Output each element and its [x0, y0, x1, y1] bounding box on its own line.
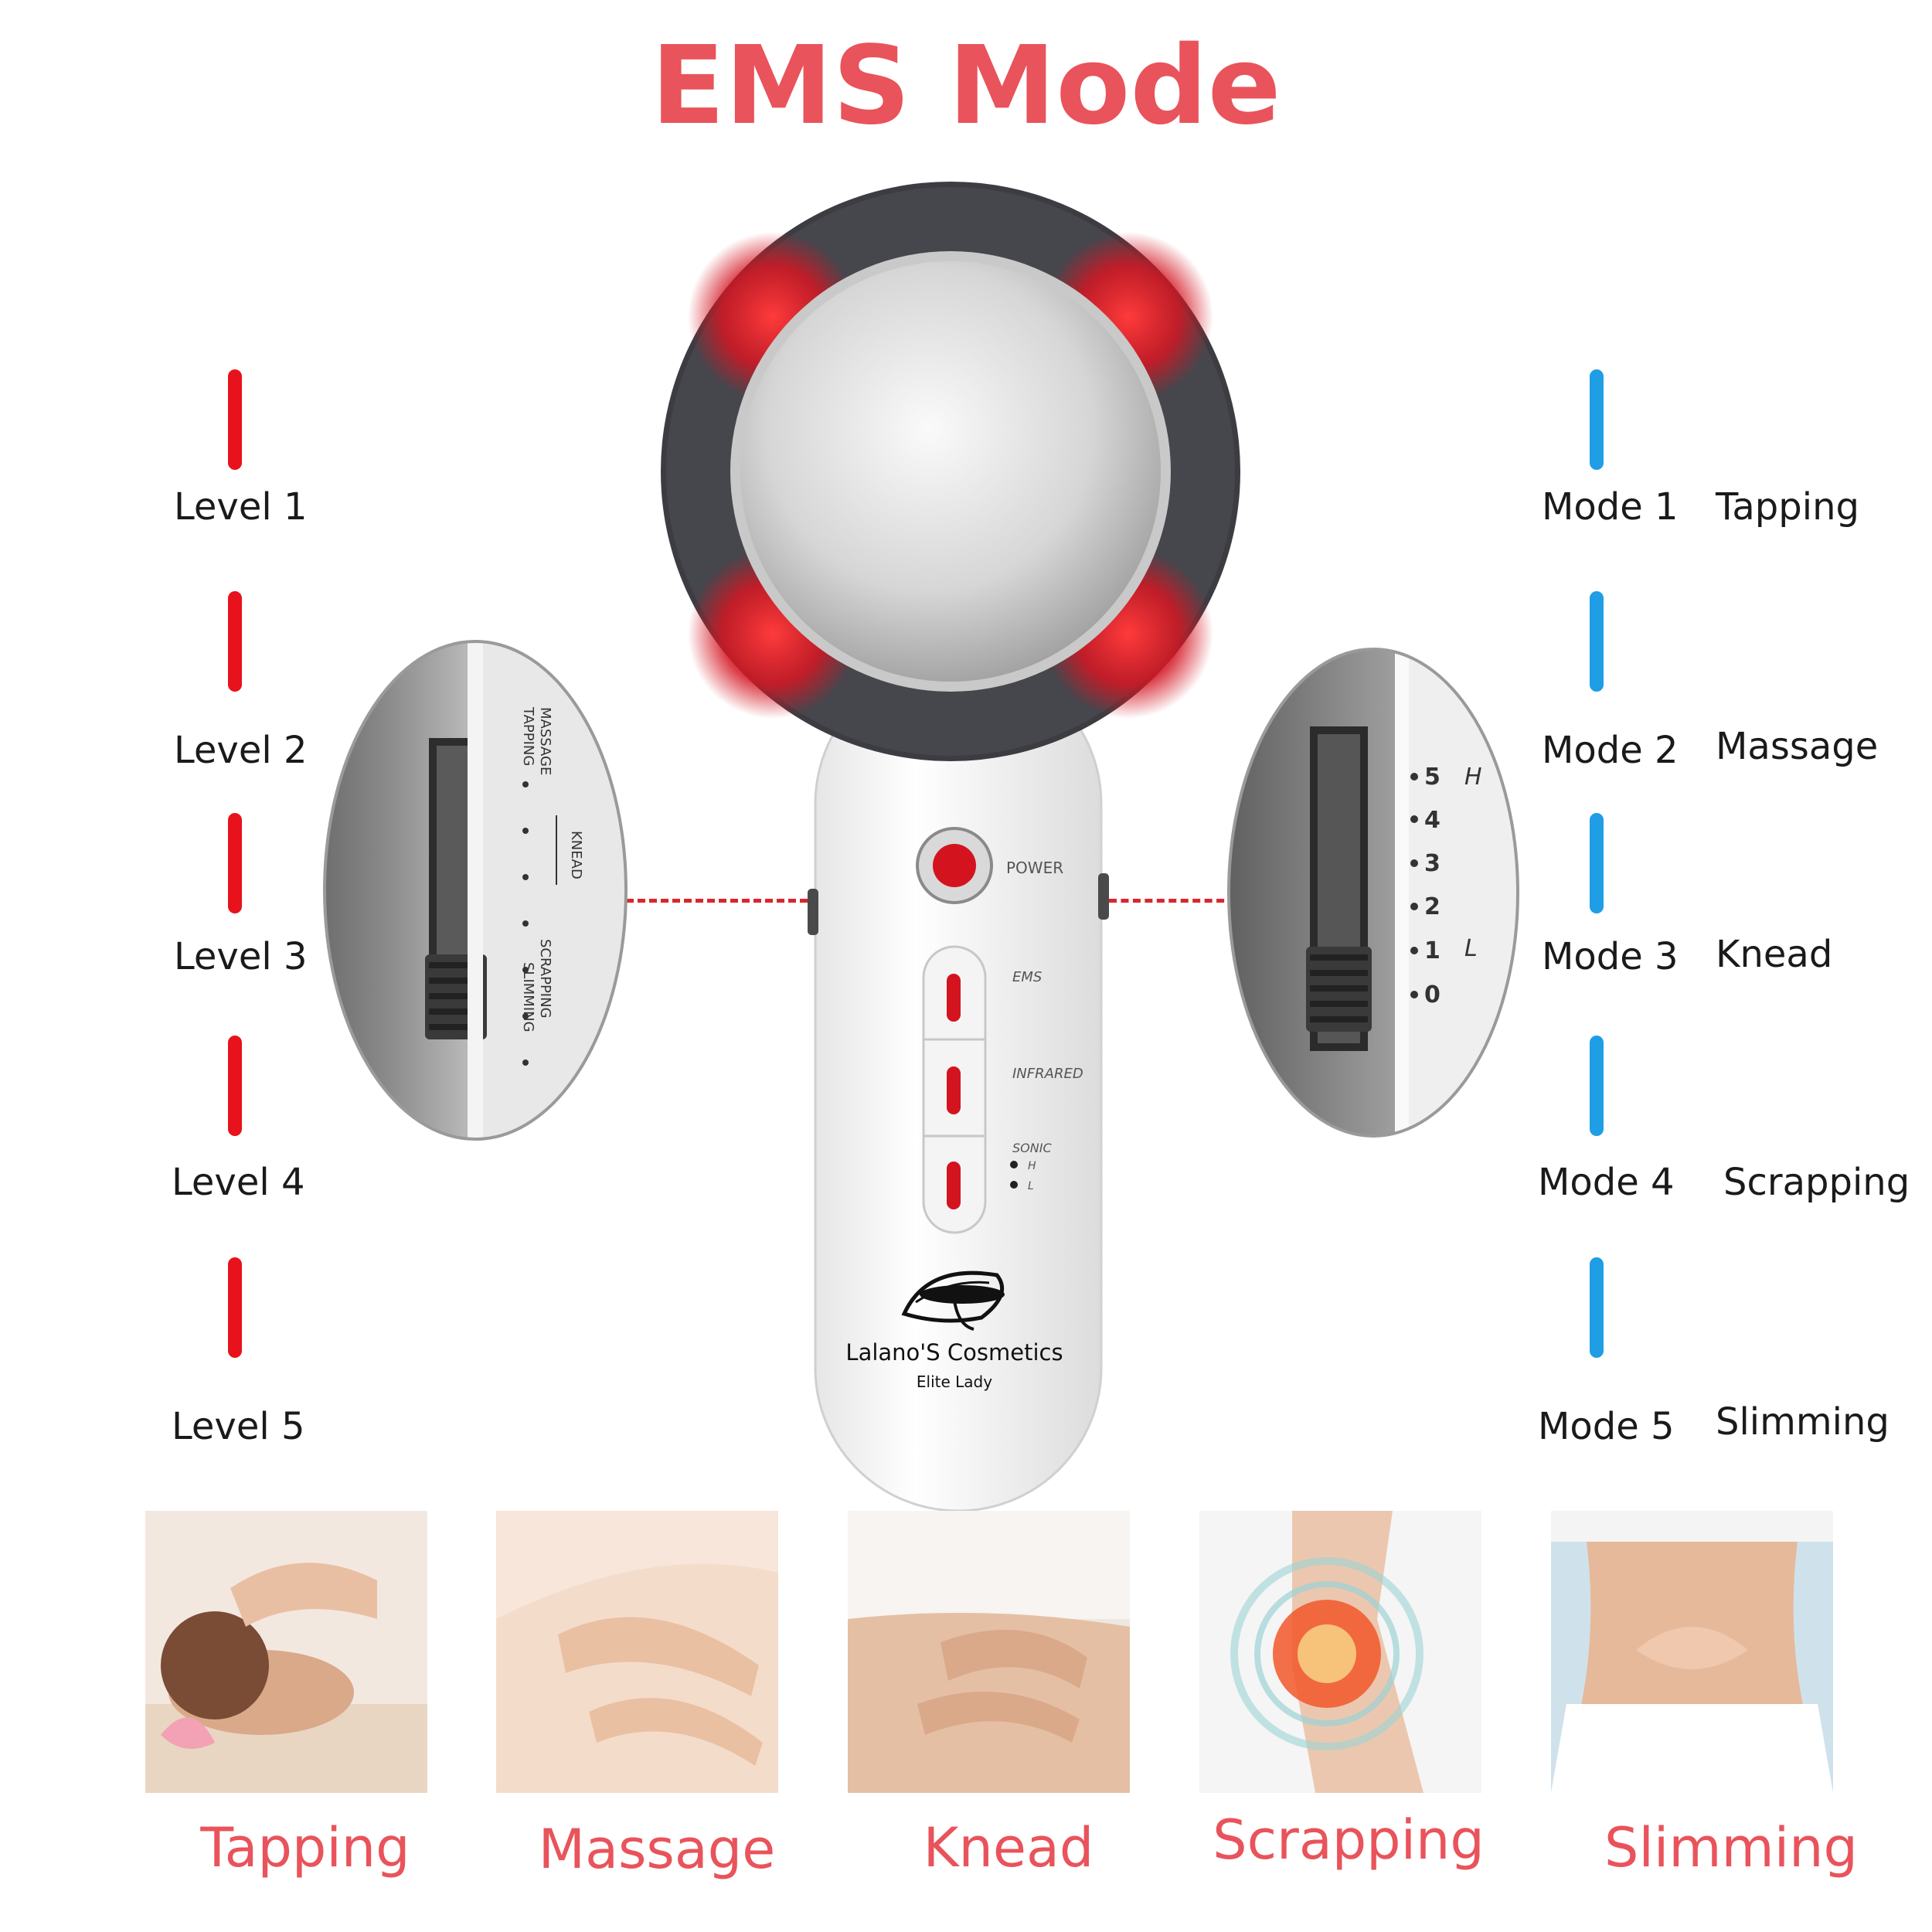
level-switch-zoom: 5 4 3 2 1 0 H L [1227, 648, 1519, 1138]
mode-dash [1590, 813, 1604, 913]
mode-3-label: Mode 3 [1542, 935, 1679, 978]
zoom-label-slimming: SLIMMING [520, 962, 536, 1032]
level-3-label: Level 3 [174, 935, 308, 978]
level-num-2: 2 [1424, 893, 1440, 920]
ems-label: EMS [1012, 969, 1042, 985]
caption-knead: Knead [923, 1816, 1094, 1879]
infrared-label: INFRARED [1012, 1066, 1083, 1082]
mode-4-label: Mode 4 [1538, 1161, 1675, 1204]
caption-slimming: Slimming [1604, 1816, 1858, 1879]
sonic-label: SONIC [1012, 1141, 1052, 1155]
mode-dash [1590, 591, 1604, 692]
page-title: EMS Mode [651, 23, 1281, 149]
level-dash [228, 591, 242, 692]
level-2-label: Level 2 [174, 729, 308, 772]
level-dash [228, 813, 242, 913]
mode-2-name: Massage [1716, 725, 1879, 768]
brand-tagline: Elite Lady [917, 1372, 992, 1391]
level-5-label: Level 5 [172, 1405, 305, 1448]
tapping-photo [145, 1511, 427, 1793]
level-num-3: 3 [1424, 850, 1440, 877]
mode-2-label: Mode 2 [1542, 729, 1679, 772]
mode-4-name: Scrapping [1723, 1161, 1910, 1204]
mode-5-label: Mode 5 [1538, 1405, 1675, 1448]
level-1-label: Level 1 [174, 485, 308, 529]
caption-massage: Massage [538, 1818, 776, 1881]
scrapping-photo [1199, 1511, 1481, 1793]
device: POWER EMS INFRARED SONIC H L Lalano'S Co… [661, 182, 1240, 1511]
mode-1-label: Mode 1 [1542, 485, 1679, 529]
connector-right [1109, 899, 1248, 903]
level-num-4: 4 [1424, 807, 1440, 834]
connector-left [614, 899, 808, 903]
level-dash [228, 1257, 242, 1358]
mode-5-name: Slimming [1716, 1400, 1889, 1444]
mode-dash [1590, 1036, 1604, 1136]
level-num-5: 5 [1424, 764, 1440, 791]
knead-photo [848, 1511, 1130, 1793]
zoom-label-massage: MASSAGE [537, 707, 553, 775]
caption-tapping: Tapping [200, 1816, 410, 1879]
level-dash [228, 1036, 242, 1136]
zoom-label-scrapping: SCRAPPING [537, 939, 553, 1019]
mode-1-name: Tapping [1716, 485, 1859, 529]
mode-switch-zoom: MASSAGE TAPPING KNEAD SCRAPPING SLIMMING [323, 640, 628, 1141]
massage-photo [496, 1511, 778, 1793]
level-num-0: 0 [1424, 981, 1440, 1009]
zoom-label-tapping: TAPPING [520, 706, 536, 766]
level-num-1: 1 [1424, 937, 1440, 964]
mode-dash [1590, 1257, 1604, 1358]
level-high-label: H [1464, 764, 1482, 791]
caption-scrapping: Scrapping [1213, 1808, 1485, 1872]
zoom-label-knead: KNEAD [568, 831, 584, 879]
sonic-l-label: L [1028, 1180, 1034, 1192]
sonic-h-label: H [1028, 1160, 1036, 1172]
slimming-photo [1551, 1511, 1833, 1793]
power-label: POWER [1006, 859, 1063, 877]
brand-logo [901, 1270, 1005, 1331]
mode-3-name: Knead [1716, 933, 1833, 976]
level-low-label: L [1464, 935, 1478, 962]
brand-name: Lalano'S Cosmetics [845, 1339, 1063, 1366]
level-dash [228, 369, 242, 470]
mode-dash [1590, 369, 1604, 470]
level-4-label: Level 4 [172, 1161, 305, 1204]
